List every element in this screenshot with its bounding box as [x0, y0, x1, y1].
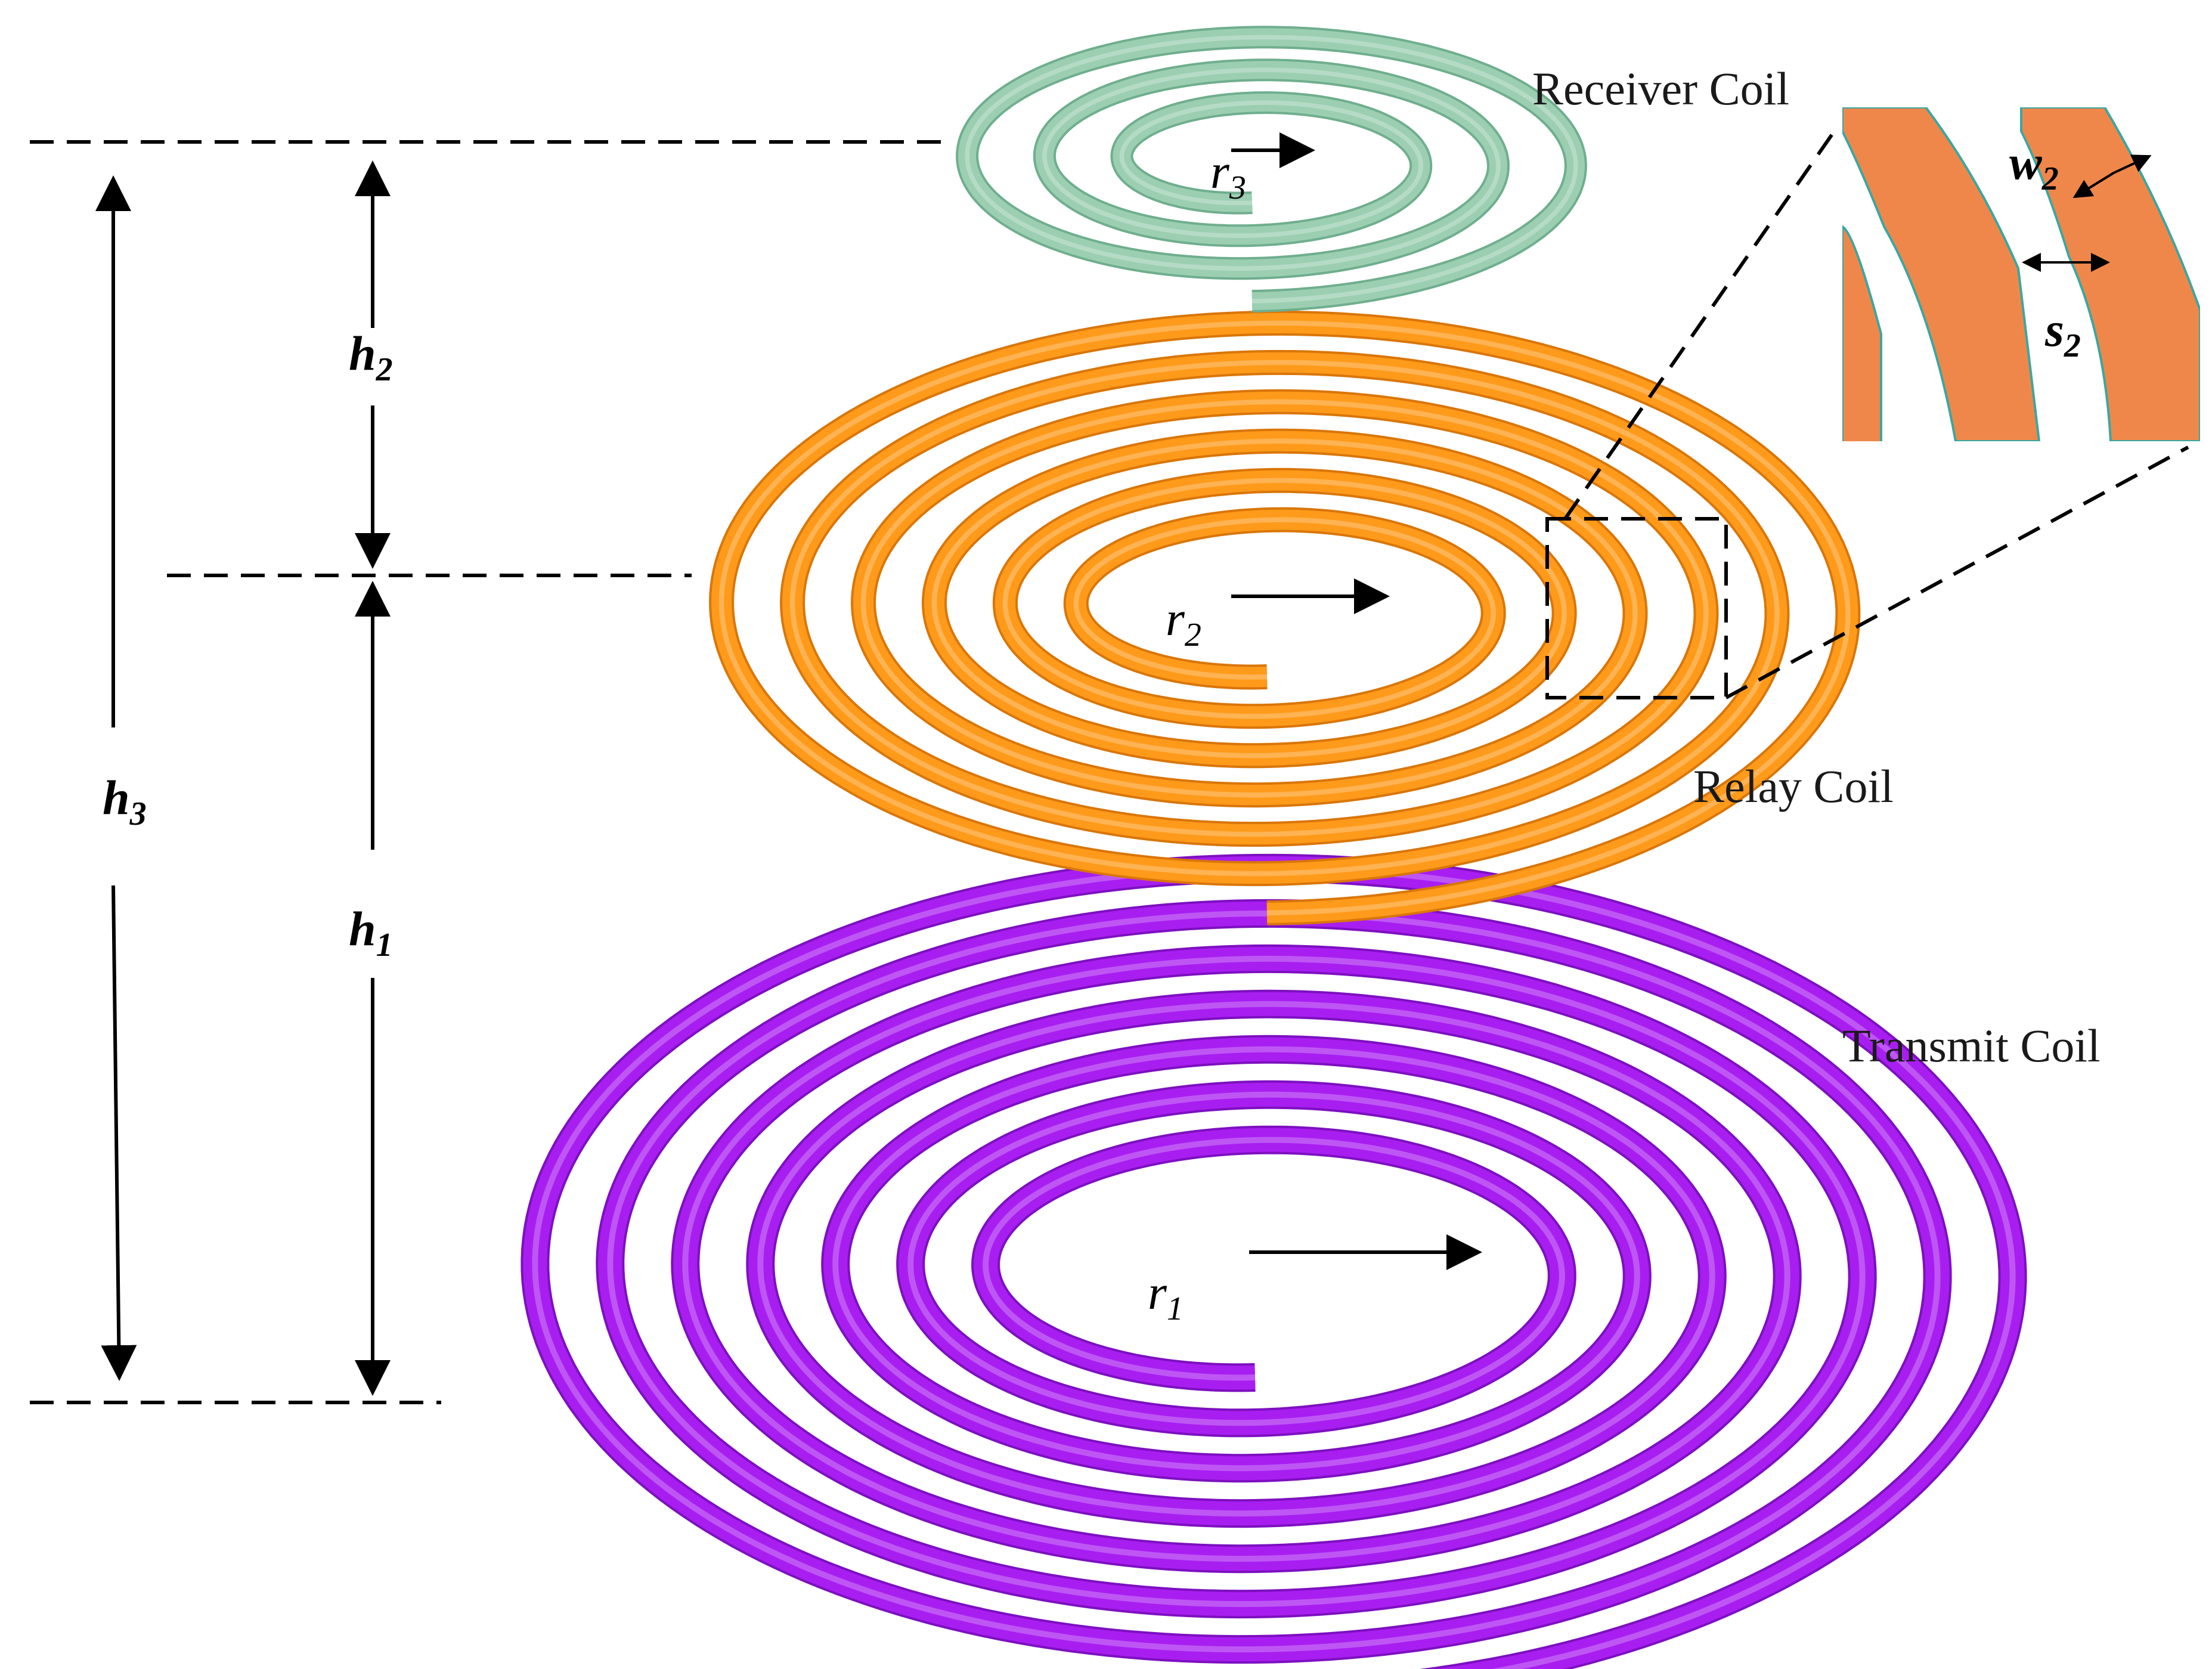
receiver-coil-wire: [958, 28, 1585, 310]
height-arrows: [95, 160, 391, 1396]
radius-arrows: [1231, 132, 1482, 1270]
r2-label: r2: [1166, 592, 1201, 654]
r1-label: r1: [1148, 1265, 1184, 1327]
h1-label: h1: [349, 902, 393, 964]
transmit-coil-label: Transmit Coil: [1842, 1020, 2101, 1072]
zoom-strip-middle: [1842, 107, 2041, 441]
r3-label: r3: [1210, 144, 1246, 206]
transmit-coil: [521, 853, 2027, 1669]
dashed-reference-lines: [30, 127, 2189, 1404]
w2-arrow-a: [2072, 172, 2115, 199]
h3-arrow-down: [101, 885, 137, 1381]
receiver-coil-label: Receiver Coil: [1532, 63, 1789, 114]
w2-label: w2: [2009, 135, 2059, 197]
receiver-coil-highlight: [965, 35, 1578, 304]
s2-label: s2: [2044, 302, 2081, 364]
relay-coil-label: Relay Coil: [1693, 760, 1894, 812]
h3-label: h3: [103, 770, 147, 832]
zoom-strip-left: [1842, 225, 1882, 441]
relay-coil: [709, 310, 1861, 925]
zoom-strip-right: [2020, 107, 2200, 441]
zoom-inset: [1842, 107, 2200, 441]
transmit-coil-wire: [523, 856, 2025, 1669]
zoom-connector-bottom: [1725, 445, 2189, 699]
relay-coil-wire: [711, 312, 1858, 923]
h2-label: h2: [349, 326, 393, 388]
zoom-region-box: [1545, 517, 1728, 699]
w2-arrow-b: [2113, 154, 2152, 174]
relay-coil-highlight: [718, 320, 1851, 916]
width-spacing-arrows: [2022, 154, 2152, 272]
receiver-coil: [956, 26, 1587, 312]
transmit-coil-highlight: [532, 865, 2016, 1669]
zoom-connector-top: [1563, 127, 1838, 520]
